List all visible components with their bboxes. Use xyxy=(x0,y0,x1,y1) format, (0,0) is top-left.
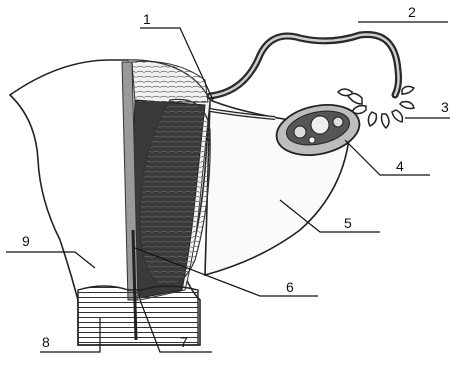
label-2: 2 xyxy=(408,4,416,20)
fallopian-tube xyxy=(210,34,399,96)
label-4: 4 xyxy=(396,158,404,174)
label-1: 1 xyxy=(143,11,151,27)
label-8: 8 xyxy=(42,334,50,350)
label-3: 3 xyxy=(441,99,449,115)
label-9: 9 xyxy=(22,233,30,249)
fundus-fibers xyxy=(132,61,208,102)
label-5: 5 xyxy=(344,215,352,231)
label-6: 6 xyxy=(286,279,294,295)
label-7: 7 xyxy=(180,334,188,350)
